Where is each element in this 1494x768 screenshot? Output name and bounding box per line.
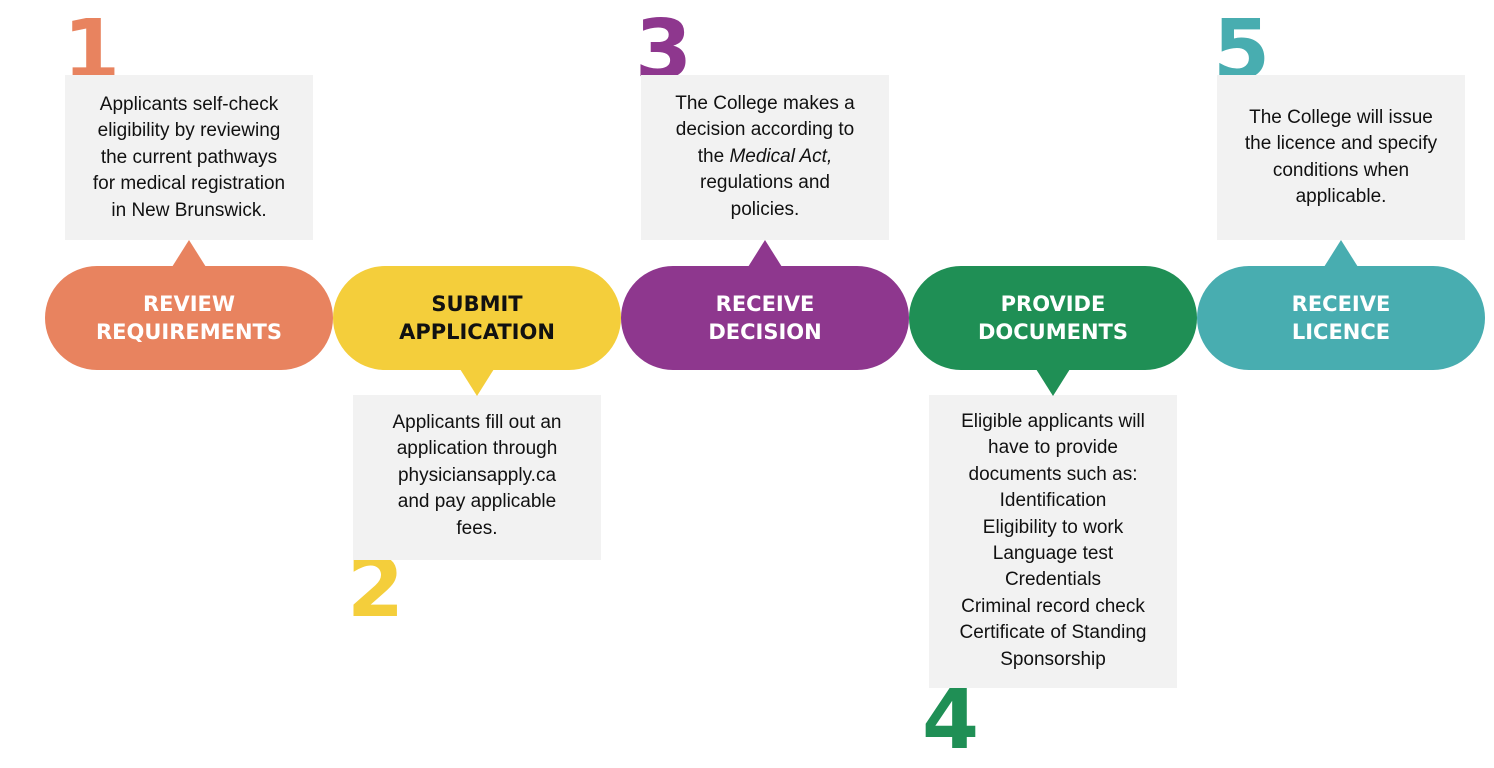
step-1-pill: REVIEW REQUIREMENTS [45,266,333,370]
step-5-label-line: LICENCE [1291,320,1391,344]
step-2-description: Applicants fill out an application throu… [353,395,601,560]
step-5-pointer [1324,240,1358,267]
step-4-desc-line: Sponsorship [1000,648,1106,670]
step-2-desc-line: application through [396,438,558,460]
step-1-label-line: REQUIREMENTS [95,320,283,344]
step-1-desc-line: eligibility by reviewing [97,120,281,142]
step-1-desc-line: the current pathways [100,146,278,168]
step-3-desc-line: regulations and [700,172,830,194]
step-1-desc-line: Applicants self-check [99,94,279,115]
step-4-desc-line: Identification [999,490,1107,512]
step-4-desc-line: documents such as: [968,463,1138,485]
step-1-pointer [172,240,206,267]
step-4-pill: PROVIDE DOCUMENTS [909,266,1197,370]
step-4-desc-line: Eligible applicants will [961,411,1145,432]
medical-act-title: Medical Act, [729,145,833,167]
step-4-label-line: PROVIDE [1000,292,1106,316]
step-2-desc-line: physiciansapply.ca [397,464,557,486]
step-4-desc-line: Language test [992,543,1114,565]
step-1-desc-line: in New Brunswick. [111,199,267,221]
step-3-desc-line: the Medical Act, [649,144,881,170]
step-2-number: 2 [347,541,405,636]
step-4-number: 4 [922,673,980,768]
step-1-description: Applicants self-check eligibility by rev… [65,75,313,240]
step-3-label-line: DECISION [708,320,822,344]
step-2-pointer [460,369,494,396]
step-2-label-line: SUBMIT [431,292,523,316]
step-4-desc-line: Credentials [1004,569,1102,591]
step-1-desc-line: for medical registration [92,173,286,195]
step-2-desc-line: and pay applicable [397,491,557,513]
step-4-desc-line: have to provide [988,437,1118,459]
step-3-desc-line: policies. [730,198,800,220]
step-2-pill: SUBMIT APPLICATION [333,266,621,370]
step-1-label-line: REVIEW [142,292,236,316]
step-3-desc-line: The College makes a [675,93,855,114]
step-4-pointer [1036,369,1070,396]
step-5-description: The College will issue the licence and s… [1217,75,1465,240]
step-2-label-line: APPLICATION [399,320,555,344]
step-5-desc-line: conditions when [1272,159,1410,181]
step-5-desc-line: applicable. [1295,186,1387,208]
step-4-label-line: DOCUMENTS [977,320,1128,344]
step-3-desc-prefix: the [697,145,730,167]
step-4-desc-line: Criminal record check [961,595,1145,617]
step-3-description: The College makes a decision according t… [641,75,889,240]
step-5-desc-line: the licence and specify [1244,133,1438,155]
step-2-desc-line: fees. [456,517,498,539]
step-3-desc-line: decision according to [675,119,855,141]
step-4-description: Eligible applicants will have to provide… [929,395,1177,688]
step-2-desc-line: Applicants fill out an [392,412,562,433]
step-3-pill: RECEIVE DECISION [621,266,909,370]
step-4-desc-line: Eligibility to work [982,516,1124,538]
step-3-pointer [748,240,782,267]
step-5-pill: RECEIVE LICENCE [1197,266,1485,370]
step-5-label-line: RECEIVE [1291,292,1391,316]
step-4-desc-line: Certificate of Standing [959,622,1147,644]
step-5-desc-line: The College will issue [1249,107,1433,128]
step-3-label-line: RECEIVE [715,292,815,316]
